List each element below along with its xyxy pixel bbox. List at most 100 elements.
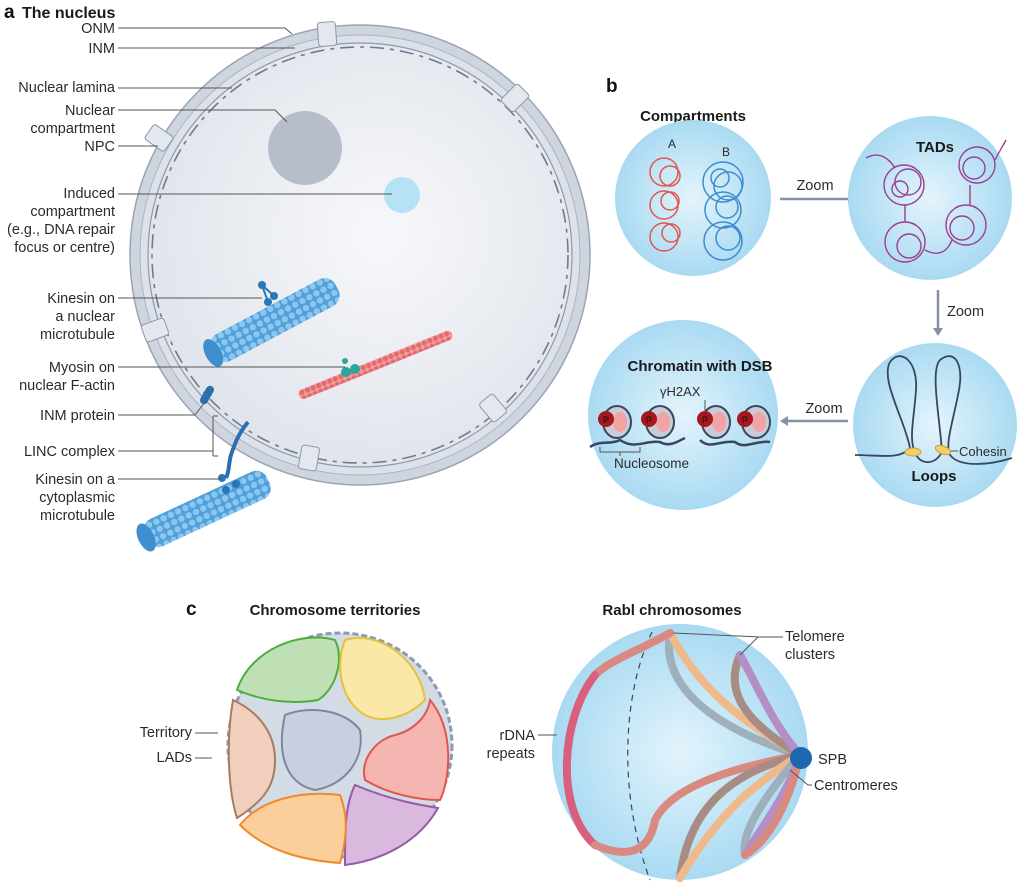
- nuclear-f-actin: [298, 330, 453, 399]
- compartment-b-chromatin: [702, 161, 744, 261]
- npc: [140, 317, 170, 343]
- cohesin-label: Cohesin: [959, 444, 1007, 459]
- territories-title: Chromosome territories: [250, 602, 421, 619]
- kinesin-nuclear: [258, 281, 278, 306]
- chromosome-arm: [676, 751, 804, 882]
- centromeres-label: Centromeres: [814, 778, 898, 794]
- chromatin-title: Chromatin with DSB: [628, 358, 773, 375]
- centromeres-leader: [789, 769, 812, 786]
- rabl-nucleus: [552, 624, 808, 880]
- spb: [790, 747, 812, 769]
- label-a: A: [668, 137, 676, 151]
- label-myosin-2: nuclear F-actin: [19, 378, 115, 394]
- rdna-repeats: [562, 671, 599, 849]
- zoom-arrow-3-head: [780, 416, 788, 426]
- nucleosome-label: Nucleosome: [614, 456, 689, 471]
- inner-nuclear-membrane: [147, 42, 573, 468]
- label-induced-1: Induced: [63, 186, 115, 202]
- myosin: [341, 358, 360, 377]
- lads-label: LADs: [157, 750, 192, 766]
- territory-brown: [227, 698, 277, 820]
- label-nuclear-compartment-2: compartment: [30, 121, 115, 137]
- svg-text:P: P: [742, 415, 748, 425]
- loops-title: Loops: [912, 468, 957, 485]
- label-npc: NPC: [84, 139, 115, 155]
- nucleus: [129, 21, 591, 552]
- label-inm-protein: INM protein: [40, 408, 115, 424]
- territory-leaders: [195, 732, 218, 759]
- label-induced-2: compartment: [30, 204, 115, 220]
- territory-green: [235, 636, 340, 703]
- nuclear-compartment: [268, 111, 342, 185]
- label-kinesin-cyto-1: Kinesin on a: [35, 472, 116, 488]
- cohesin-ring: [934, 444, 952, 456]
- panel-b-letter: b: [606, 76, 618, 97]
- compartments-title: Compartments: [640, 108, 746, 125]
- label-kinesin-cyto-2: cytoplasmic: [39, 490, 115, 506]
- linc-complex: [224, 420, 250, 479]
- nucleosomes: P P P P: [598, 405, 771, 439]
- npc: [316, 21, 338, 47]
- chromatin-bubble: [588, 320, 778, 510]
- chromosome-arm: [740, 751, 804, 859]
- nucleosome: P: [641, 405, 675, 439]
- territory-label: Territory: [140, 725, 193, 741]
- kinesin-cytoplasmic: [218, 474, 240, 494]
- label-kinesin-nuclear-2: a nuclear: [55, 309, 115, 325]
- nuclear-lamina: [151, 46, 569, 464]
- inm-protein: [200, 385, 214, 405]
- cohesin-ring: [904, 447, 922, 457]
- chromosome-arm: [676, 751, 804, 882]
- svg-text:P: P: [702, 415, 708, 425]
- territory-grey: [280, 709, 362, 792]
- panel-a: a The nucleus: [4, 2, 591, 552]
- panel-a-title: The nucleus: [22, 5, 115, 22]
- loops-bubble: [853, 343, 1017, 507]
- telomere-label-2: clusters: [785, 647, 835, 663]
- panel-c: c Chromosome territories Territory LADs …: [140, 599, 898, 882]
- territory-yellow: [339, 637, 427, 720]
- npc: [500, 83, 530, 113]
- nucleosome: P: [598, 405, 632, 439]
- label-kinesin-nuclear-1: Kinesin on: [47, 291, 115, 307]
- label-induced-3: (e.g., DNA repair: [7, 222, 115, 238]
- nucleosome: P: [737, 405, 771, 439]
- nucleosome-leader: [599, 447, 641, 456]
- label-nuclear-lamina: Nuclear lamina: [18, 80, 116, 96]
- zoom-arrow-3-label: Zoom: [805, 401, 842, 417]
- territory-orange: [238, 792, 347, 865]
- spb-label: SPB: [818, 752, 847, 768]
- tads-title: TADs: [916, 139, 954, 156]
- panel-c-letter: c: [186, 599, 197, 620]
- zoom-arrow-1-label: Zoom: [796, 178, 833, 194]
- npc: [144, 124, 174, 152]
- rabl-chromosomes: [562, 629, 804, 882]
- npc: [479, 393, 507, 423]
- label-nuclear-compartment-1: Nuclear: [65, 103, 115, 119]
- leader-lines: [118, 27, 392, 480]
- loops-dna: [854, 355, 1013, 465]
- gh2ax-label: γH2AX: [660, 384, 701, 399]
- label-onm: ONM: [81, 21, 115, 37]
- label-kinesin-cyto-3: microtubule: [40, 508, 115, 524]
- svg-text:P: P: [603, 415, 609, 425]
- label-b: B: [722, 145, 730, 159]
- panel-b: b Compartments A B Zoom TADs: [588, 76, 1017, 510]
- label-inm: INM: [88, 41, 115, 57]
- rabl-title: Rabl chromosomes: [602, 602, 741, 619]
- compartment-a-chromatin: [649, 157, 681, 252]
- label-induced-4: focus or centre): [14, 240, 115, 256]
- territories: [227, 636, 450, 867]
- nucleosome: P: [697, 405, 731, 439]
- zoom-arrow-2-label: Zoom: [947, 304, 984, 320]
- label-myosin-1: Myosin on: [49, 360, 115, 376]
- npc-group: [140, 21, 530, 472]
- label-kinesin-nuclear-3: microtubule: [40, 327, 115, 343]
- territory-red: [363, 697, 450, 802]
- compartments-bubble: [615, 120, 771, 276]
- rdna-label-2: repeats: [487, 746, 535, 762]
- chromosome-arm: [736, 651, 804, 759]
- dsb-dna: [589, 436, 771, 449]
- npc: [298, 444, 320, 472]
- label-linc-complex: LINC complex: [24, 444, 116, 460]
